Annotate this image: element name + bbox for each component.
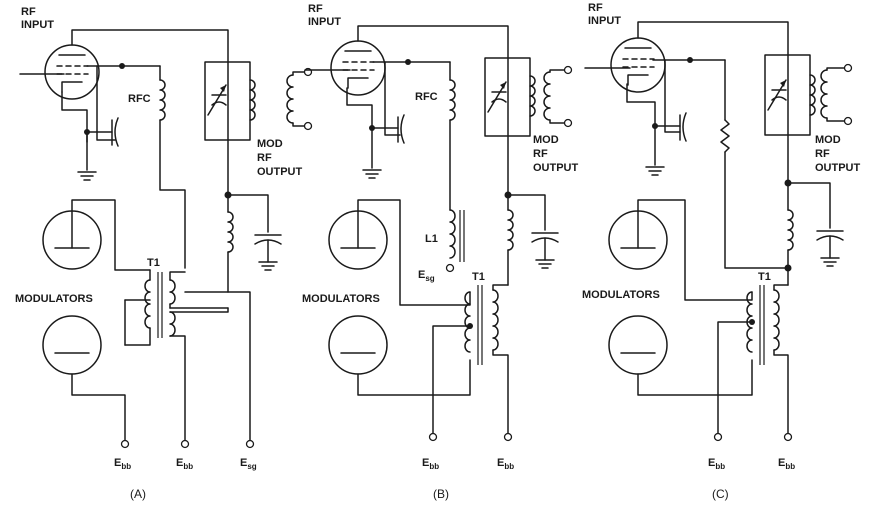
modulators-label: MODULATORS bbox=[582, 289, 660, 301]
esg-label: Esg bbox=[240, 457, 257, 471]
ebb-label: Ebb bbox=[497, 457, 514, 471]
circuit-panel-c bbox=[584, 21, 853, 442]
ebb-label: Ebb bbox=[176, 457, 193, 471]
ebb-label: Ebb bbox=[778, 457, 795, 471]
rf-input-label: INPUT bbox=[588, 15, 621, 27]
modulator-tube-b2 bbox=[328, 315, 388, 375]
t1-label: T1 bbox=[472, 271, 485, 283]
rf-input-label: RF bbox=[308, 3, 323, 15]
esg-label: Esg bbox=[418, 269, 435, 283]
circuit-panel-a bbox=[19, 29, 313, 449]
rf-tube-c bbox=[610, 37, 666, 93]
mod-output-label: RF bbox=[257, 152, 272, 164]
panel-caption: (B) bbox=[433, 487, 449, 501]
t1-label: T1 bbox=[758, 271, 771, 283]
mod-output-label: MOD bbox=[815, 134, 841, 146]
labels-panel-a: RF INPUT RFC MOD RF OUTPUT MODULATORS T1… bbox=[15, 6, 303, 501]
rf-input-label: RF bbox=[588, 2, 603, 14]
modulators-label: MODULATORS bbox=[15, 293, 93, 305]
mod-output-label: RF bbox=[815, 148, 830, 160]
modulator-tube-a1 bbox=[42, 210, 102, 270]
mod-output-label: OUTPUT bbox=[533, 162, 579, 174]
l1-label: L1 bbox=[425, 233, 438, 245]
ebb-label: Ebb bbox=[114, 457, 131, 471]
labels-panel-c: RF INPUT MOD RF OUTPUT MODULATORS T1 Ebb… bbox=[582, 2, 861, 501]
mod-output-label: OUTPUT bbox=[257, 166, 303, 178]
panel-caption: (C) bbox=[712, 487, 729, 501]
rfc-label: RFC bbox=[415, 91, 438, 103]
ebb-label: Ebb bbox=[708, 457, 725, 471]
rf-tube-a bbox=[44, 44, 100, 100]
modulators-label: MODULATORS bbox=[302, 293, 380, 305]
mod-output-label: MOD bbox=[533, 134, 559, 146]
rf-tube-b bbox=[330, 40, 386, 96]
rf-input-label: INPUT bbox=[21, 19, 54, 31]
rfc-label: RFC bbox=[128, 93, 151, 105]
panel-caption: (A) bbox=[130, 487, 146, 501]
modulator-tube-b1 bbox=[328, 210, 388, 270]
modulator-tube-a2 bbox=[42, 315, 102, 375]
rf-input-label: RF bbox=[21, 6, 36, 18]
labels-panel-b: RF INPUT RFC MOD RF OUTPUT L1 Esg MODULA… bbox=[302, 3, 579, 501]
mod-output-label: OUTPUT bbox=[815, 162, 861, 174]
modulator-tube-c1 bbox=[608, 210, 668, 270]
mod-output-label: MOD bbox=[257, 138, 283, 150]
rf-input-label: INPUT bbox=[308, 16, 341, 28]
ebb-label: Ebb bbox=[422, 457, 439, 471]
circuit-panel-b bbox=[304, 25, 573, 442]
mod-output-label: RF bbox=[533, 148, 548, 160]
t1-label: T1 bbox=[147, 257, 160, 269]
modulator-tube-c2 bbox=[608, 315, 668, 375]
